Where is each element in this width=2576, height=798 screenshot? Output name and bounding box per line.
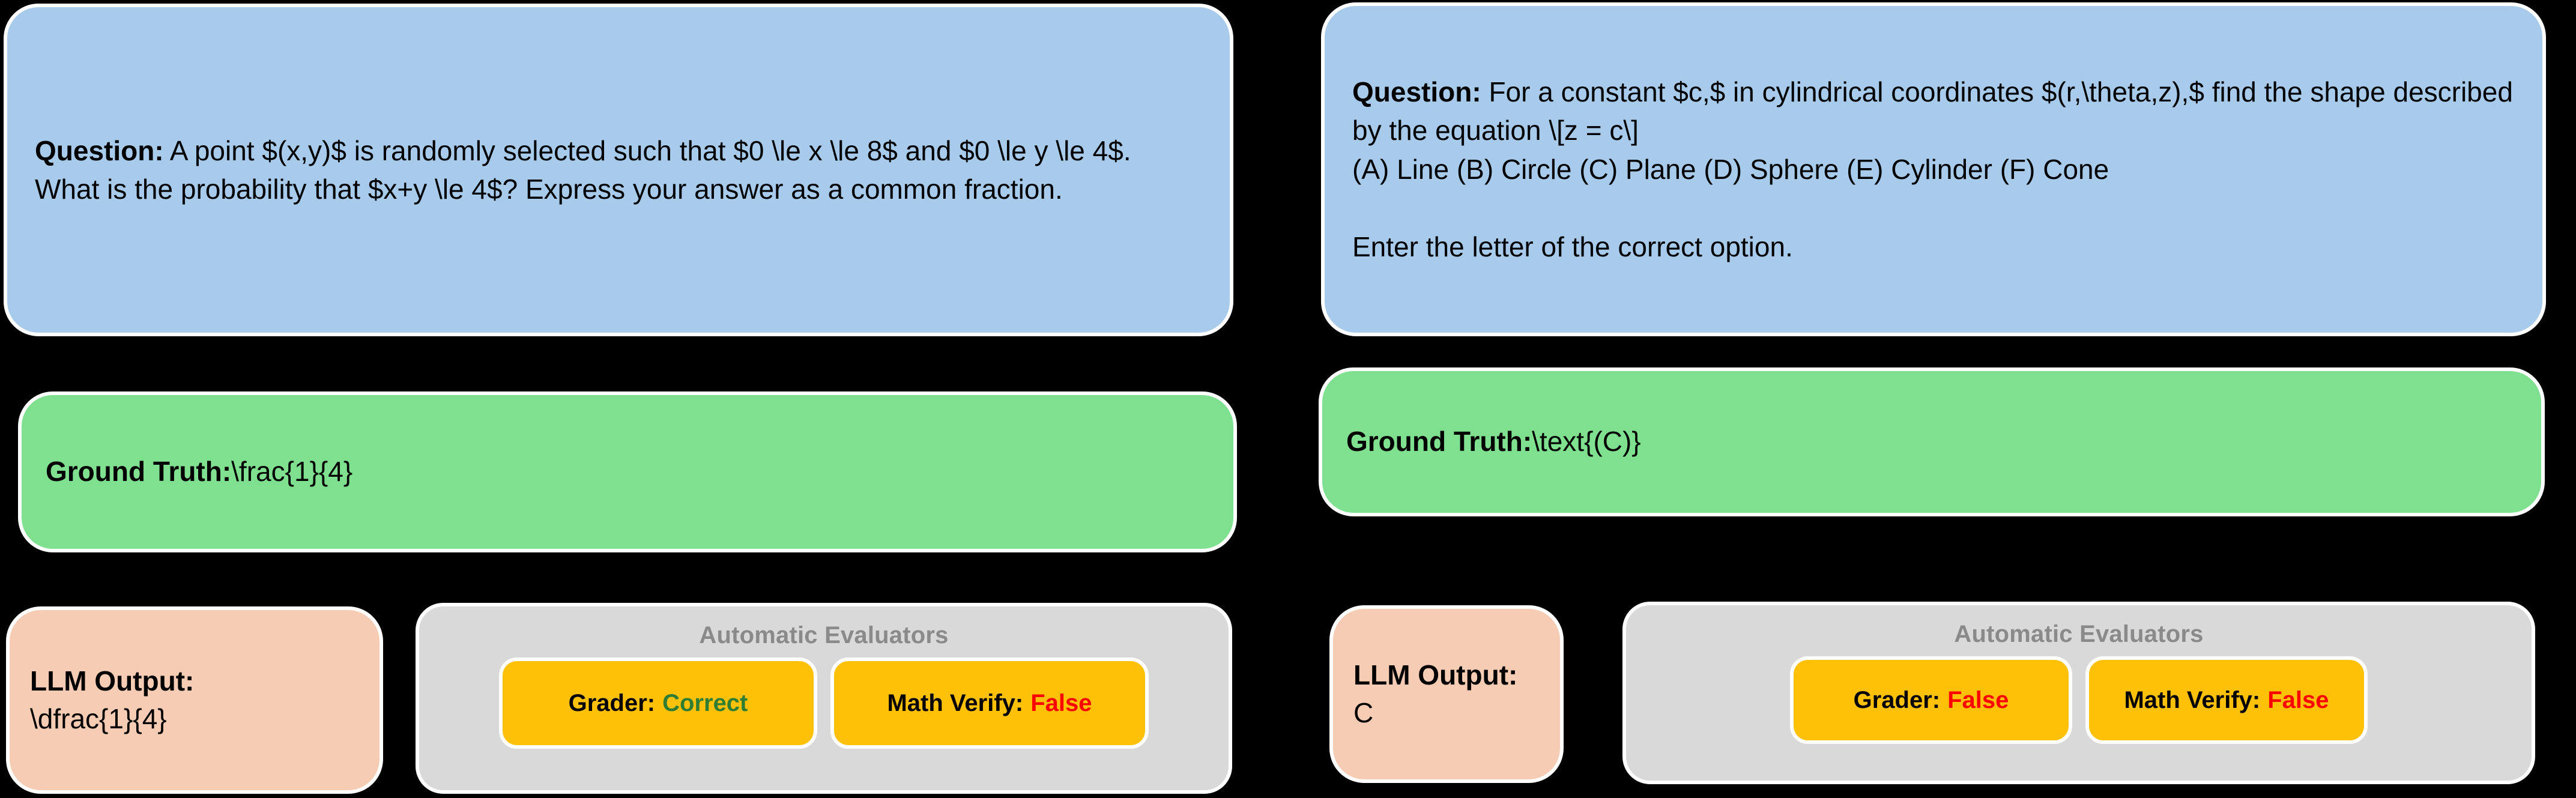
evaluator-chip-grader-left[interactable]: Grader: Correct xyxy=(499,657,817,749)
question-label-right: Question: xyxy=(1352,76,1481,108)
question-label-left: Question: xyxy=(35,135,164,166)
ground-truth-value-left: \frac{1}{4} xyxy=(231,456,353,488)
ground-truth-label-right: Ground Truth: xyxy=(1346,426,1532,458)
llm-output-label-left: LLM Output: xyxy=(30,665,195,697)
evaluator-chip-grader-right[interactable]: Grader: False xyxy=(1790,656,2072,744)
automatic-evaluators-title-right: Automatic Evaluators xyxy=(1954,621,2204,647)
evaluator-name-grader-left: Grader: xyxy=(568,689,656,716)
question-text-right: Question: For a constant $c,$ in cylindr… xyxy=(1352,73,2515,266)
evaluator-verdict-math-verify-left: False xyxy=(1030,689,1092,716)
llm-output-value-left: \dfrac{1}{4} xyxy=(30,703,167,734)
ground-truth-card-right: Ground Truth:\text{(C)} xyxy=(1319,367,2545,516)
evaluator-chip-row-left: Grader: Correct Math Verify: False xyxy=(435,657,1213,749)
evaluator-name-math-verify-left: Math Verify: xyxy=(887,689,1024,716)
automatic-evaluators-panel-right: Automatic Evaluators Grader: False Math … xyxy=(1622,602,2535,784)
evaluator-name-math-verify-right: Math Verify: xyxy=(2124,686,2261,713)
llm-output-card-right: LLM Output: C xyxy=(1329,605,1564,783)
ground-truth-text-left: Ground Truth:\frac{1}{4} xyxy=(46,454,1209,490)
llm-output-text-right: LLM Output: C xyxy=(1353,656,1540,731)
llm-output-value-right: C xyxy=(1353,659,1526,728)
ground-truth-text-right: Ground Truth:\text{(C)} xyxy=(1346,424,2517,460)
evaluator-chip-math-verify-left[interactable]: Math Verify: False xyxy=(830,657,1149,749)
ground-truth-card-left: Ground Truth:\frac{1}{4} xyxy=(18,391,1237,552)
question-card-left: Question: A point $(x,y)$ is randomly se… xyxy=(4,4,1233,336)
automatic-evaluators-panel-left: Automatic Evaluators Grader: Correct Mat… xyxy=(416,603,1232,794)
llm-output-text-left: LLM Output: \dfrac{1}{4} xyxy=(30,662,359,737)
evaluator-name-grader-right: Grader: xyxy=(1853,686,1941,713)
llm-output-label-right: LLM Output: xyxy=(1353,659,1518,691)
evaluator-chip-row-right: Grader: False Math Verify: False xyxy=(1642,656,2516,744)
evaluator-verdict-math-verify-right: False xyxy=(2267,686,2329,713)
question-body-right: For a constant $c,$ in cylindrical coord… xyxy=(1352,76,2513,262)
evaluator-verdict-grader-right: False xyxy=(1947,686,2009,713)
llm-output-card-left: LLM Output: \dfrac{1}{4} xyxy=(6,606,383,794)
question-text-left: Question: A point $(x,y)$ is randomly se… xyxy=(35,131,1202,209)
ground-truth-value-right: \text{(C)} xyxy=(1532,426,1641,458)
question-body-left: A point $(x,y)$ is randomly selected suc… xyxy=(35,135,1139,205)
evaluator-verdict-grader-left: Correct xyxy=(662,689,748,716)
automatic-evaluators-title-left: Automatic Evaluators xyxy=(699,622,949,648)
question-card-right: Question: For a constant $c,$ in cylindr… xyxy=(1321,2,2546,336)
evaluator-chip-math-verify-right[interactable]: Math Verify: False xyxy=(2085,656,2368,744)
ground-truth-label-left: Ground Truth: xyxy=(46,456,232,488)
